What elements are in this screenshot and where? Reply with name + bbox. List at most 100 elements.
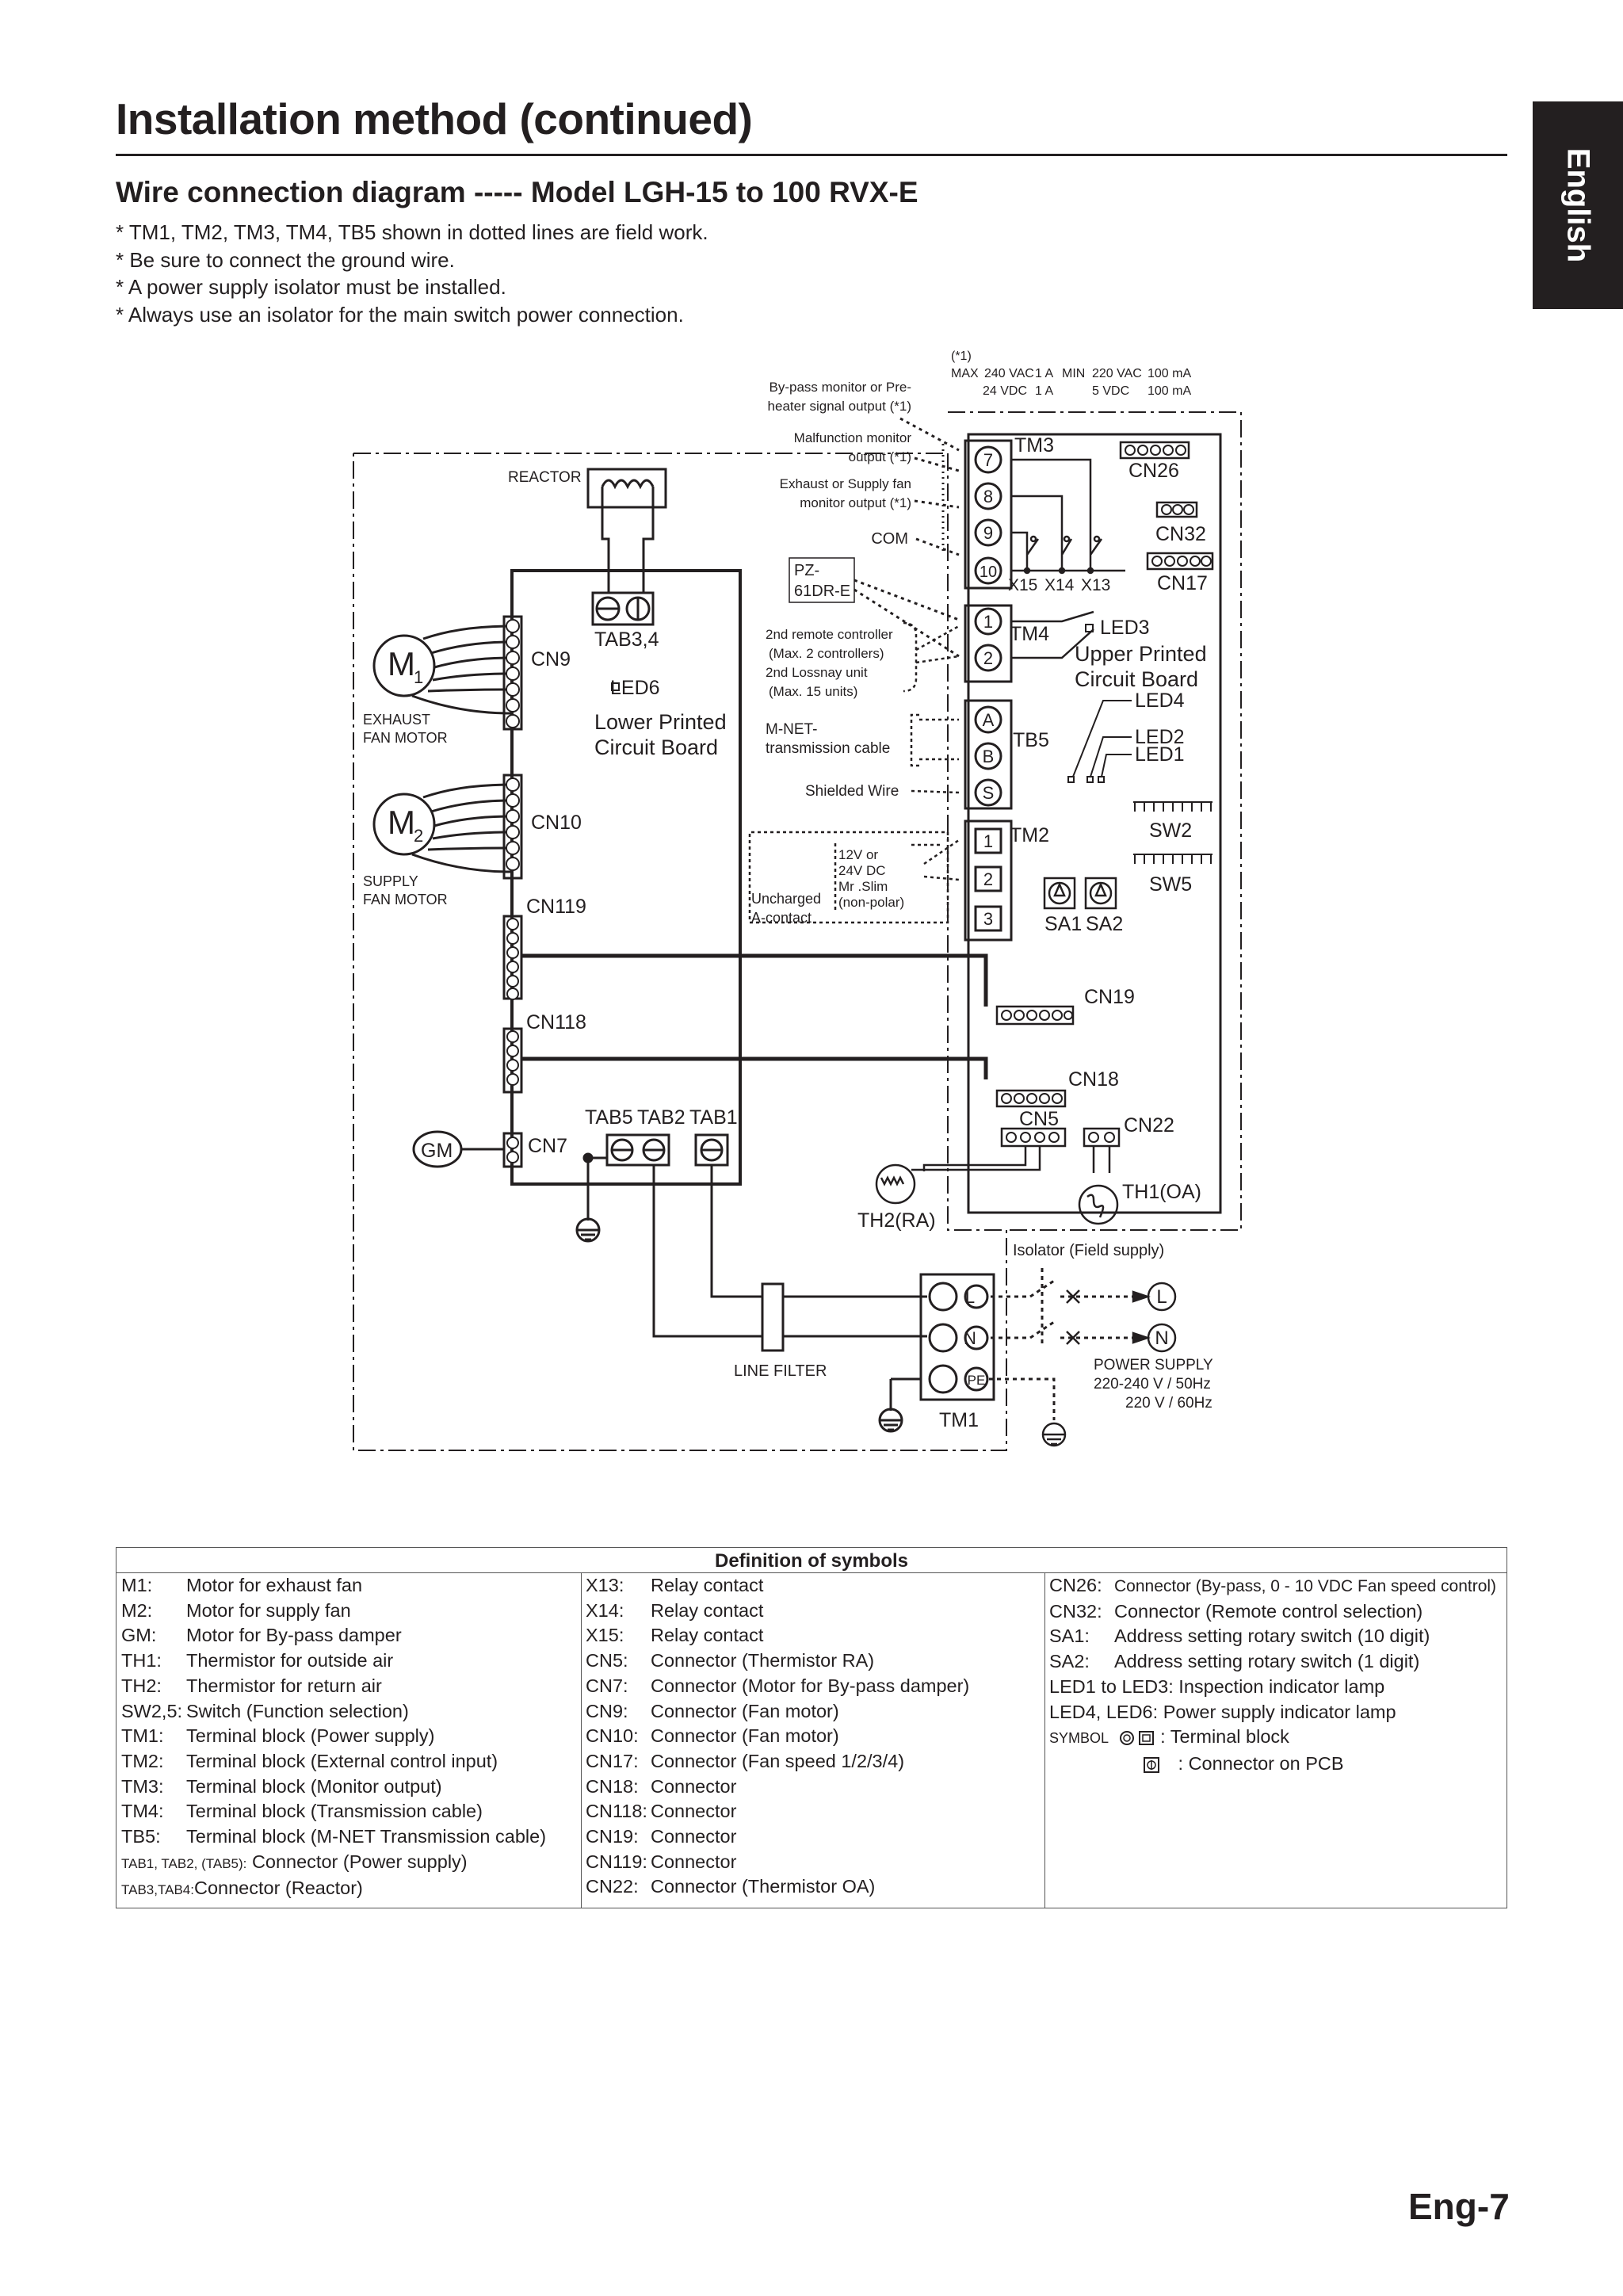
- cn119-label: CN119: [526, 896, 586, 918]
- legend-value: Connector (Fan speed 1/2/3/4): [651, 1750, 905, 1771]
- legend-key: CN118:: [586, 1801, 647, 1822]
- legend-row: TAB1, TAB2, (TAB5): Connector (Power sup…: [116, 1850, 581, 1877]
- legend-value: Thermistor for outside air: [186, 1650, 394, 1671]
- m2-label: M: [388, 804, 415, 841]
- relay-contacts: [1011, 458, 1125, 575]
- tab5-label: TAB5: [585, 1106, 633, 1129]
- exhaust-supply-label-1: Exhaust or Supply fan: [780, 476, 911, 491]
- symbol-legend: Definition of symbols M1:Motor for exhau…: [116, 1547, 1507, 1908]
- legend-value: Power supply indicator lamp: [1163, 1701, 1396, 1722]
- tm4-t1: 1: [983, 612, 993, 632]
- legend-row: TM1:Terminal block (Power supply): [116, 1724, 581, 1749]
- bypass-monitor-label-1: By-pass monitor or Pre-: [769, 380, 912, 395]
- legend-column: M1:Motor for exhaust fan M2:Motor for su…: [116, 1573, 582, 1908]
- power-supply-label: POWER SUPPLY: [1094, 1357, 1213, 1373]
- legend-value: Address setting rotary switch (1 digit): [1114, 1651, 1420, 1672]
- legend-row: TH2:Thermistor for return air: [116, 1674, 581, 1699]
- legend-row: TM4:Terminal block (Transmission cable): [116, 1799, 581, 1824]
- legend-row: M1:Motor for exhaust fan: [116, 1573, 581, 1599]
- legend-value: Connector: [651, 1775, 737, 1797]
- gm-label: GM: [421, 1140, 453, 1162]
- legend-key: SA1:: [1049, 1626, 1090, 1647]
- legend-value: Motor for exhaust fan: [186, 1575, 363, 1595]
- legend-title: Definition of symbols: [116, 1548, 1507, 1573]
- legend-key: CN22:: [586, 1876, 639, 1897]
- m1-label: M: [388, 645, 415, 682]
- legend-key: X13:: [586, 1575, 624, 1595]
- legend-key: X14:: [586, 1599, 624, 1621]
- tm4-label: TM4: [1010, 623, 1049, 645]
- supply-motor-label-1: SUPPLY: [363, 873, 418, 889]
- exhaust-motor-label-2: FAN MOTOR: [363, 730, 448, 746]
- uncharged-label-2: A-contact: [751, 910, 812, 926]
- legend-row: GM:Motor for By-pass damper: [116, 1623, 581, 1648]
- tm4-board-wires: [1011, 610, 1094, 659]
- tm3-t9: 9: [983, 523, 993, 543]
- legend-row: SYMBOL : Terminal block: [1044, 1725, 1508, 1752]
- legend-column: CN26:Connector (By-pass, 0 - 10 VDC Fan …: [1044, 1573, 1508, 1908]
- legend-key: SYMBOL: [1049, 1730, 1109, 1747]
- legend-key: GM:: [121, 1625, 157, 1646]
- tb5-label: TB5: [1013, 729, 1049, 751]
- legend-row: CN10:Connector (Fan motor): [581, 1724, 1044, 1749]
- mnet-wires: [910, 713, 959, 767]
- legend-key: TM4:: [121, 1801, 164, 1822]
- legend-row: TAB3,TAB4:Connector (Reactor): [116, 1876, 581, 1903]
- sa2-label: SA2: [1086, 913, 1123, 935]
- sa1-label: SA1: [1044, 913, 1082, 935]
- cn9-label: CN9: [531, 648, 571, 670]
- rating-max: MAX: [951, 367, 979, 380]
- ground-icon: [575, 1152, 607, 1243]
- wiring-diagram: REACTOR TAB3,4 M 1 EXHAUST FAN MOTOR CN9…: [353, 350, 1242, 1451]
- legend-value: Address setting rotary switch (10 digit): [1114, 1626, 1430, 1647]
- legend-row: CN5:Connector (Thermistor RA): [581, 1648, 1044, 1674]
- tm2-field-wires: [748, 831, 960, 924]
- mnet-label-2: transmission cable: [766, 740, 890, 757]
- tm1-pe: PE: [968, 1373, 986, 1388]
- shielded-wire-label: Shielded Wire: [805, 783, 899, 800]
- cn17-label: CN17: [1157, 572, 1208, 594]
- th2-label: TH2(RA): [857, 1209, 936, 1232]
- tm3-t10: 10: [980, 563, 997, 581]
- legend-column: X13:Relay contact X14:Relay contact X15:…: [581, 1573, 1045, 1908]
- tm1-n: N: [964, 1328, 976, 1348]
- remote-brace: [903, 621, 960, 693]
- legend-key: TM1:: [121, 1725, 164, 1747]
- legend-value: Connector (Thermistor RA): [651, 1650, 875, 1671]
- legend-key: TAB1, TAB2, (TAB5):: [121, 1855, 247, 1871]
- upper-pcb-label-2: Circuit Board: [1075, 667, 1198, 691]
- tm3-t7: 7: [983, 450, 993, 470]
- note-item: * TM1, TM2, TM3, TM4, TB5 shown in dotte…: [116, 220, 708, 244]
- cn10-pins: [506, 777, 520, 871]
- legend-key: LED1 to LED3:: [1049, 1675, 1174, 1697]
- remote-label-4: (Max. 15 units): [769, 684, 857, 699]
- cn18-label: CN18: [1068, 1068, 1119, 1091]
- section-subtitle: Wire connection diagram ----- Model LGH-…: [116, 176, 918, 208]
- isolator-contacts: [1041, 1282, 1177, 1447]
- bypass-monitor-label-2: heater signal output (*1): [768, 399, 911, 414]
- legend-value: Relay contact: [651, 1599, 764, 1621]
- legend-row: CN118:Connector: [581, 1799, 1044, 1824]
- legend-row: CN17:Connector (Fan speed 1/2/3/4): [581, 1749, 1044, 1775]
- cn19-label: CN19: [1084, 986, 1135, 1008]
- mnet-label-1: M-NET-: [766, 721, 817, 738]
- title-divider: [116, 154, 1507, 156]
- legend-row: TB5:Terminal block (M-NET Transmission c…: [116, 1824, 581, 1850]
- tb5-b: B: [983, 747, 995, 766]
- tm1-terminal-block: [878, 1273, 995, 1433]
- rotary-switches: [1043, 877, 1117, 910]
- tab2-label: TAB2: [637, 1106, 685, 1129]
- page-title: Installation method (continued): [116, 94, 753, 143]
- tm1-label: TM1: [939, 1409, 979, 1431]
- legend-value: Connector (Reactor): [193, 1878, 363, 1899]
- led-leaders: [1067, 700, 1132, 783]
- exhaust-motor-label-1: EXHAUST: [363, 712, 430, 728]
- legend-value: Connector (By-pass, 0 - 10 VDC Fan speed…: [1114, 1577, 1497, 1595]
- cn5-label: CN5: [1019, 1108, 1059, 1130]
- terminal-circles: [974, 445, 1002, 932]
- m1-motor: [372, 615, 523, 731]
- legend-row: CN22:Connector (Thermistor OA): [581, 1874, 1044, 1900]
- cn32-label: CN32: [1155, 523, 1206, 545]
- legend-row: LED4, LED6: Power supply indicator lamp: [1044, 1700, 1508, 1725]
- m2-motor: [372, 774, 523, 880]
